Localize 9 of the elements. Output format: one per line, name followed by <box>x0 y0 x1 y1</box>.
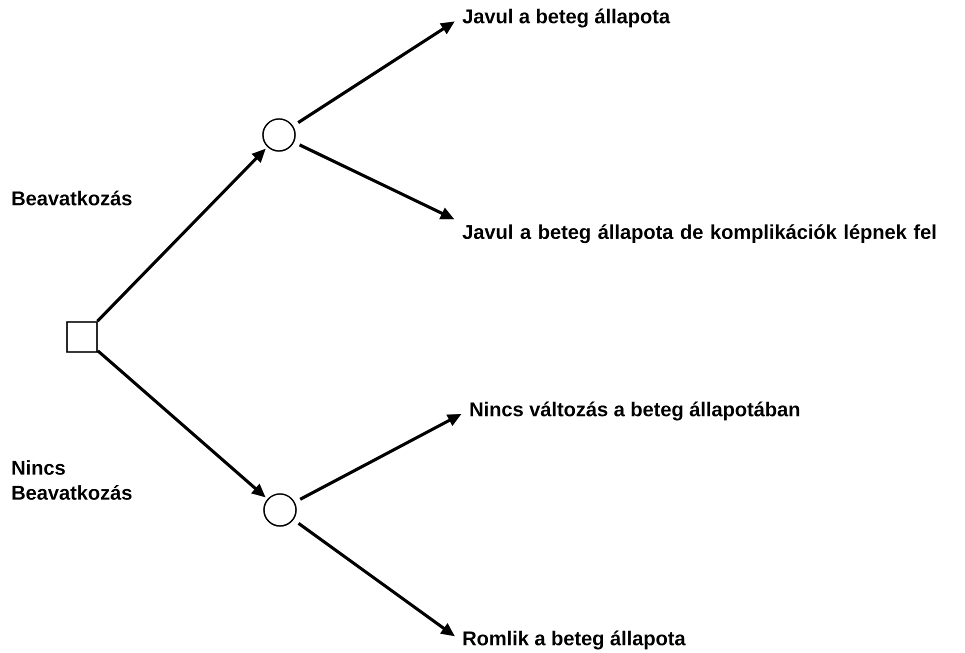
decision-square <box>66 321 98 353</box>
outcome-text: Javul a beteg állapota de komplikációk lépnek fel <box>462 224 936 244</box>
edge-label: Beavatkozás <box>12 190 132 206</box>
outcome-text: Nincs változás a beteg állapotában <box>470 402 800 420</box>
chance-circle <box>263 493 297 527</box>
outcome-text: Romlik a beteg állapota <box>464 630 686 650</box>
edge-label: Nincs Beavatkozás <box>12 460 132 500</box>
outcome-text: Javul a beteg állapota <box>462 8 670 28</box>
chance-circle <box>262 118 296 152</box>
